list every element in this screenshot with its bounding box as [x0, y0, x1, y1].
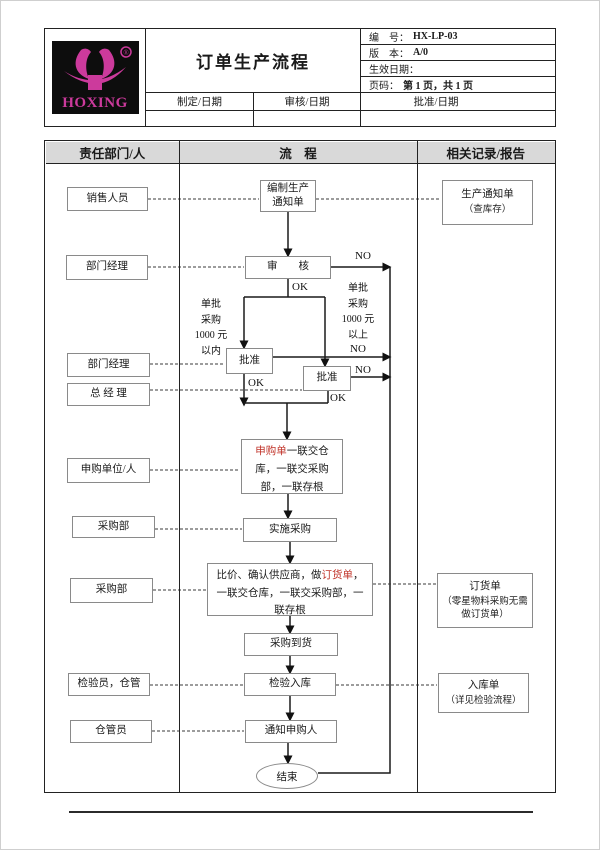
actor-dept-manager-2: 部门经理	[67, 353, 150, 377]
label-no-approve-left: NO	[350, 343, 366, 355]
requisition-form-rest-text: 一联交仓库，一联交采购部，一联存根	[255, 446, 329, 493]
label-no-review: NO	[355, 250, 371, 262]
header-row-line-2	[360, 60, 556, 61]
record-order-form-note: （零星物料采购无需做订货单）	[442, 596, 528, 620]
label-condition-over-1000: 单批 采购 1000 元 以上	[341, 283, 375, 341]
step-approve-left: 批准	[226, 348, 273, 374]
label-ok-review: OK	[292, 281, 308, 293]
record-production-notice-title: 生产通知单	[461, 189, 514, 200]
column-header-actors: 责任部门/人	[45, 141, 179, 164]
label-no-approve-right: NO	[355, 364, 371, 376]
step-requisition-form: 申购单一联交仓库，一联交采购部，一联存根	[241, 439, 343, 494]
doc-version-label: 版 本：	[369, 48, 409, 60]
step-review: 审 核	[245, 256, 331, 279]
flowchart-table	[44, 140, 556, 793]
step-prepare-production-notice: 编制生产通知单	[260, 180, 316, 212]
record-production-notice: 生产通知单 （查库存）	[442, 180, 533, 225]
actor-dept-manager-1: 部门经理	[66, 255, 148, 280]
document-title: 订单生产流程	[196, 52, 310, 72]
label-ok-approve-left: OK	[248, 377, 264, 389]
doc-number-field: 编 号： HX-LP-03	[361, 28, 556, 44]
actor-purchasing-dept-2: 采购部	[70, 578, 153, 603]
doc-number-label: 编 号：	[369, 32, 409, 44]
compare-pre-text: 比价、确认供应商，做	[216, 570, 322, 581]
table-divider-left	[179, 140, 180, 793]
step-implement-purchase: 实施采购	[243, 518, 337, 542]
record-warehouse-entry-title: 入库单	[467, 679, 500, 691]
footer-rule	[69, 811, 533, 813]
effective-date-field: 生效日期：	[361, 60, 556, 76]
label-ok-approve-right: OK	[330, 392, 346, 404]
actor-purchasing-dept-1: 采购部	[72, 516, 155, 538]
sig-cell-review: 审核/日期	[284, 96, 330, 108]
header-divider-title-info	[360, 28, 361, 127]
step-purchase-arrival: 采购到货	[244, 633, 338, 656]
label-condition-under-1000: 单批 采购 1000 元 以内	[194, 299, 228, 357]
actor-inspector-warehouse: 检验员，仓管	[68, 673, 150, 696]
sig-cell-draft: 制定/日期	[177, 96, 222, 108]
registered-mark: ®	[123, 49, 129, 57]
header-row-line-4	[145, 92, 556, 93]
page-number-field: 页码： 第 1 页，共 1 页	[361, 76, 556, 92]
requisition-form-red-text: 申购单	[255, 446, 287, 457]
header-divider-logo	[145, 28, 146, 127]
doc-number-value: HX-LP-03	[413, 30, 458, 42]
logo-wordmark: HOXING	[62, 95, 128, 111]
sig-cell-approve: 批准/日期	[413, 96, 459, 108]
record-warehouse-entry: 入库单 （详见检验流程）	[438, 673, 529, 713]
compare-post-text: ，一联交仓库，一联交采购部，一联存根	[216, 570, 364, 616]
column-header-process: 流 程	[179, 141, 417, 164]
column-header-records: 相关记录/报告	[417, 141, 555, 164]
page-number-label: 页码：	[369, 80, 399, 92]
header-divider-sig	[253, 92, 254, 127]
header-table	[44, 28, 556, 127]
record-warehouse-entry-note: （详见检验流程）	[445, 695, 522, 706]
order-form-red-text: 订货单	[321, 570, 354, 581]
table-divider-right	[417, 140, 418, 793]
step-notify-requester: 通知申购人	[245, 720, 337, 743]
header-row-line-3	[360, 76, 556, 77]
step-end-terminator: 结束	[256, 763, 318, 789]
header-row-line-5	[145, 110, 556, 111]
record-production-notice-note: （查库存）	[463, 205, 512, 216]
step-inspect-into-warehouse: 检验入库	[244, 673, 336, 696]
effective-date-label: 生效日期：	[369, 64, 419, 76]
step-compare-confirm-supplier: 比价、确认供应商，做订货单，一联交仓库，一联交采购部，一联存根	[207, 563, 373, 616]
record-order-form: 订货单 （零星物料采购无需做订货单）	[437, 573, 533, 628]
doc-version-value: A/0	[413, 46, 428, 58]
actor-sales: 销售人员	[67, 187, 148, 211]
hoxing-logo-graphic: ® HOXING	[62, 46, 132, 111]
actor-warehouse-keeper: 仓管员	[70, 720, 152, 743]
company-logo: ® HOXING	[52, 41, 139, 114]
actor-requisition-unit: 申购单位/人	[67, 458, 150, 483]
step-approve-right: 批准	[303, 366, 351, 391]
doc-version-field: 版 本： A/0	[361, 44, 556, 60]
page-number-value: 第 1 页，共 1 页	[403, 80, 473, 92]
actor-general-manager: 总 经 理	[67, 383, 150, 406]
header-row-line-1	[360, 44, 556, 45]
record-order-form-title: 订货单	[469, 580, 501, 592]
